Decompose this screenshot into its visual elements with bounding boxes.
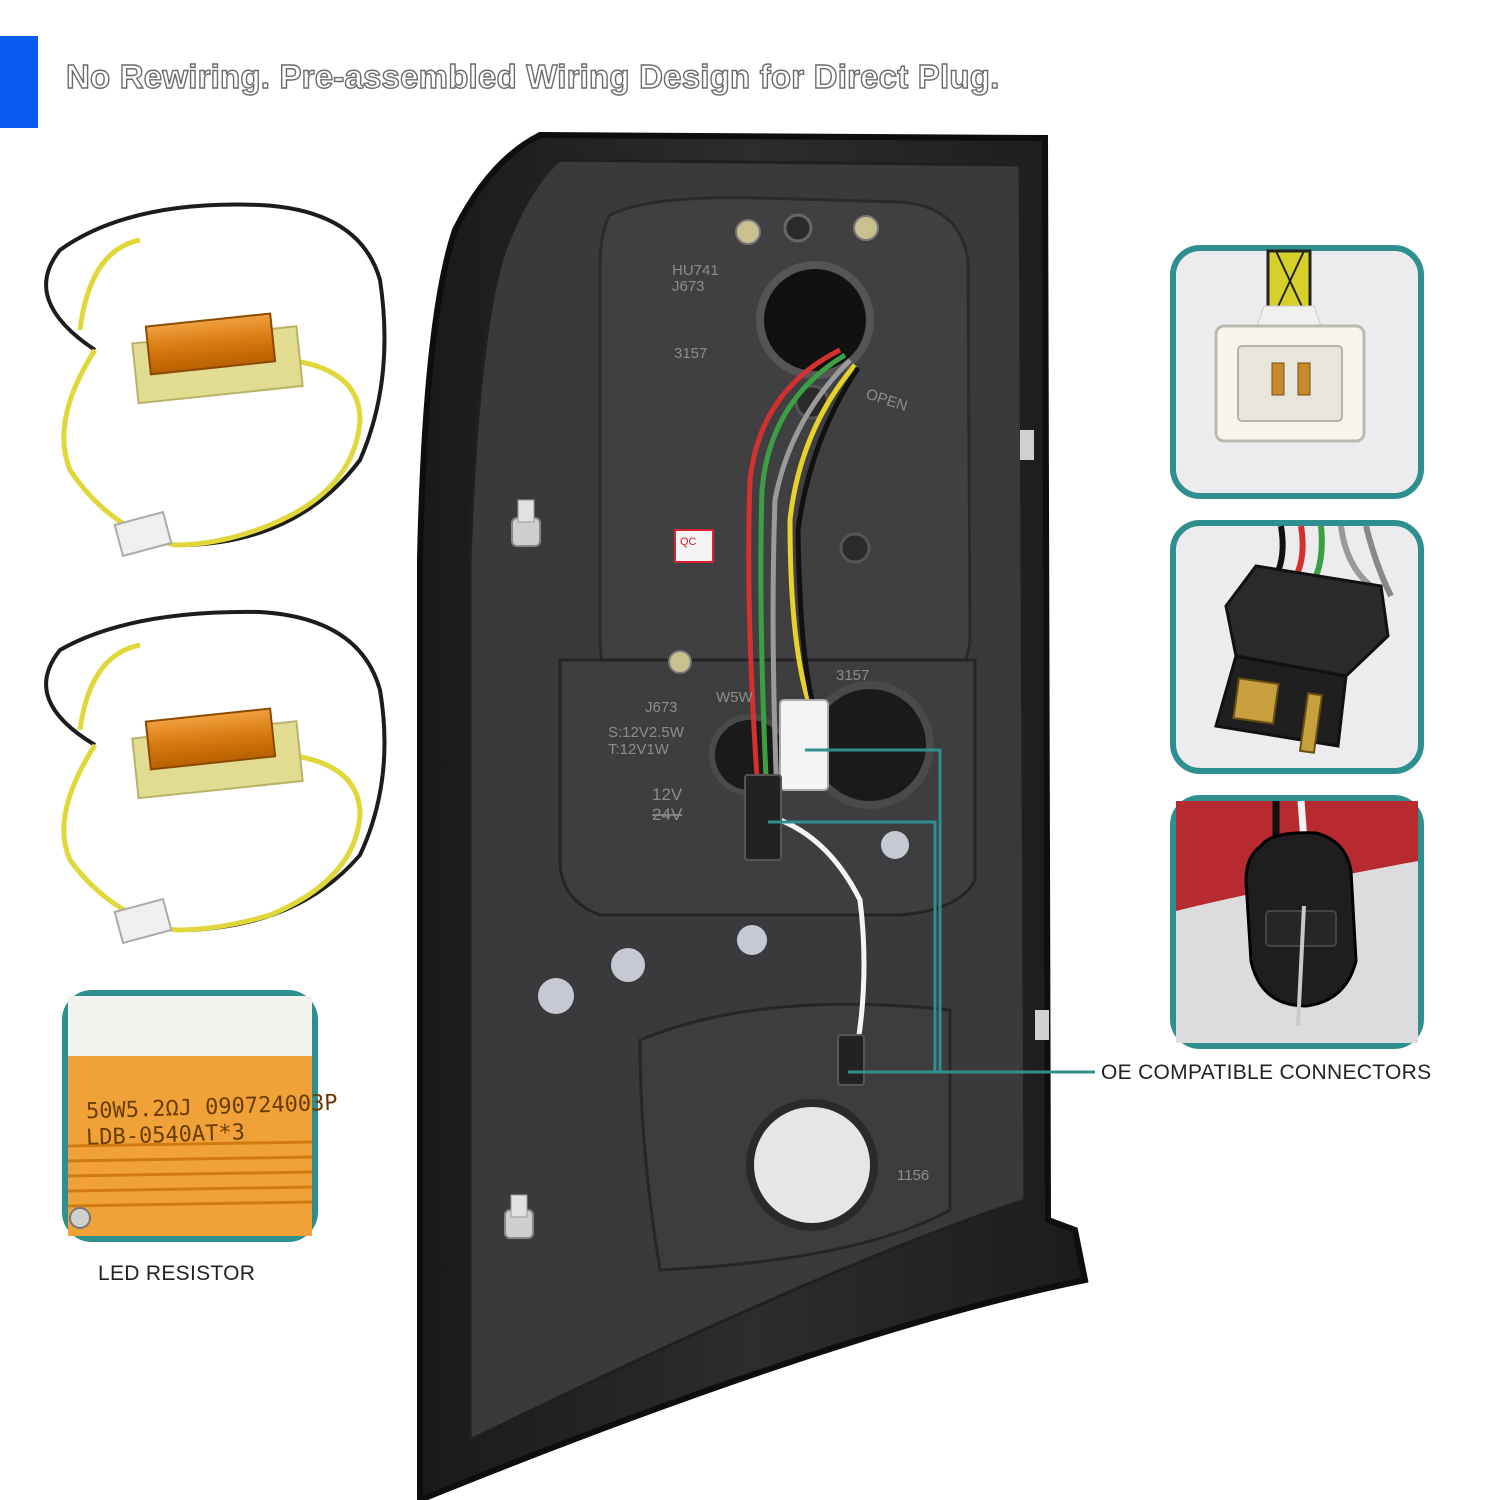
bulb-socket-lower bbox=[746, 1099, 878, 1231]
inset-connector-4pin bbox=[1170, 520, 1424, 774]
mounting-stud bbox=[511, 499, 541, 547]
wire-harness bbox=[746, 347, 867, 1061]
glue-dot bbox=[881, 831, 909, 859]
qc-sticker bbox=[674, 529, 714, 563]
led-resistor-label: LED RESISTOR bbox=[98, 1262, 256, 1285]
led-resistor-1 bbox=[44, 202, 387, 558]
headline: No Rewiring. Pre-assembled Wiring Design… bbox=[65, 57, 1000, 95]
mounting-stud bbox=[504, 1194, 534, 1239]
svg-text:J673: J673 bbox=[645, 699, 678, 716]
harness-plug-white bbox=[779, 699, 829, 791]
oe-connectors-label: OE COMPATIBLE CONNECTORS bbox=[1101, 1061, 1432, 1084]
svg-text:1156: 1156 bbox=[897, 1167, 929, 1184]
screw bbox=[853, 215, 879, 241]
glue-dot bbox=[611, 948, 645, 982]
resistor-print-line2: LDB-0540AT*3 bbox=[85, 1120, 246, 1151]
svg-text:W5W: W5W bbox=[716, 689, 754, 706]
led-resistor-2 bbox=[44, 609, 387, 945]
screw bbox=[668, 650, 692, 674]
clip bbox=[1035, 1010, 1049, 1040]
screw bbox=[783, 213, 813, 243]
svg-text:QC: QC bbox=[680, 536, 697, 548]
inset-resistor-closeup: 50W5.2ΩJ 090724003P LDB-0540AT*3 bbox=[62, 990, 338, 1242]
tail-light-housing: HU741 J673 3157 OPEN QC 3157 J673 W5W S:… bbox=[417, 131, 1089, 1500]
clip bbox=[1020, 430, 1034, 460]
svg-text:J673: J673 bbox=[672, 278, 705, 295]
svg-text:3157: 3157 bbox=[674, 345, 707, 362]
harness-plug-small bbox=[837, 1034, 865, 1086]
svg-text:T:12V1W: T:12V1W bbox=[608, 741, 670, 758]
inset-connector-2pin bbox=[1170, 245, 1424, 499]
screw bbox=[735, 219, 761, 245]
vent bbox=[839, 532, 871, 564]
inset-connector-socket bbox=[1170, 795, 1424, 1049]
glue-dot bbox=[737, 925, 767, 955]
callout-lines bbox=[768, 748, 1095, 1074]
svg-text:12V: 12V bbox=[652, 785, 683, 804]
housing-markings: HU741 J673 3157 OPEN QC 3157 J673 W5W S:… bbox=[608, 262, 929, 1184]
glue-dot bbox=[538, 978, 574, 1014]
svg-text:3157: 3157 bbox=[836, 667, 869, 684]
harness-plug-black bbox=[744, 774, 782, 861]
svg-text:HU741: HU741 bbox=[672, 262, 719, 279]
svg-text:24V: 24V bbox=[652, 805, 683, 824]
svg-text:S:12V2.5W: S:12V2.5W bbox=[608, 724, 685, 741]
bulb-socket-upper bbox=[756, 261, 874, 379]
accent-bar bbox=[0, 36, 38, 128]
